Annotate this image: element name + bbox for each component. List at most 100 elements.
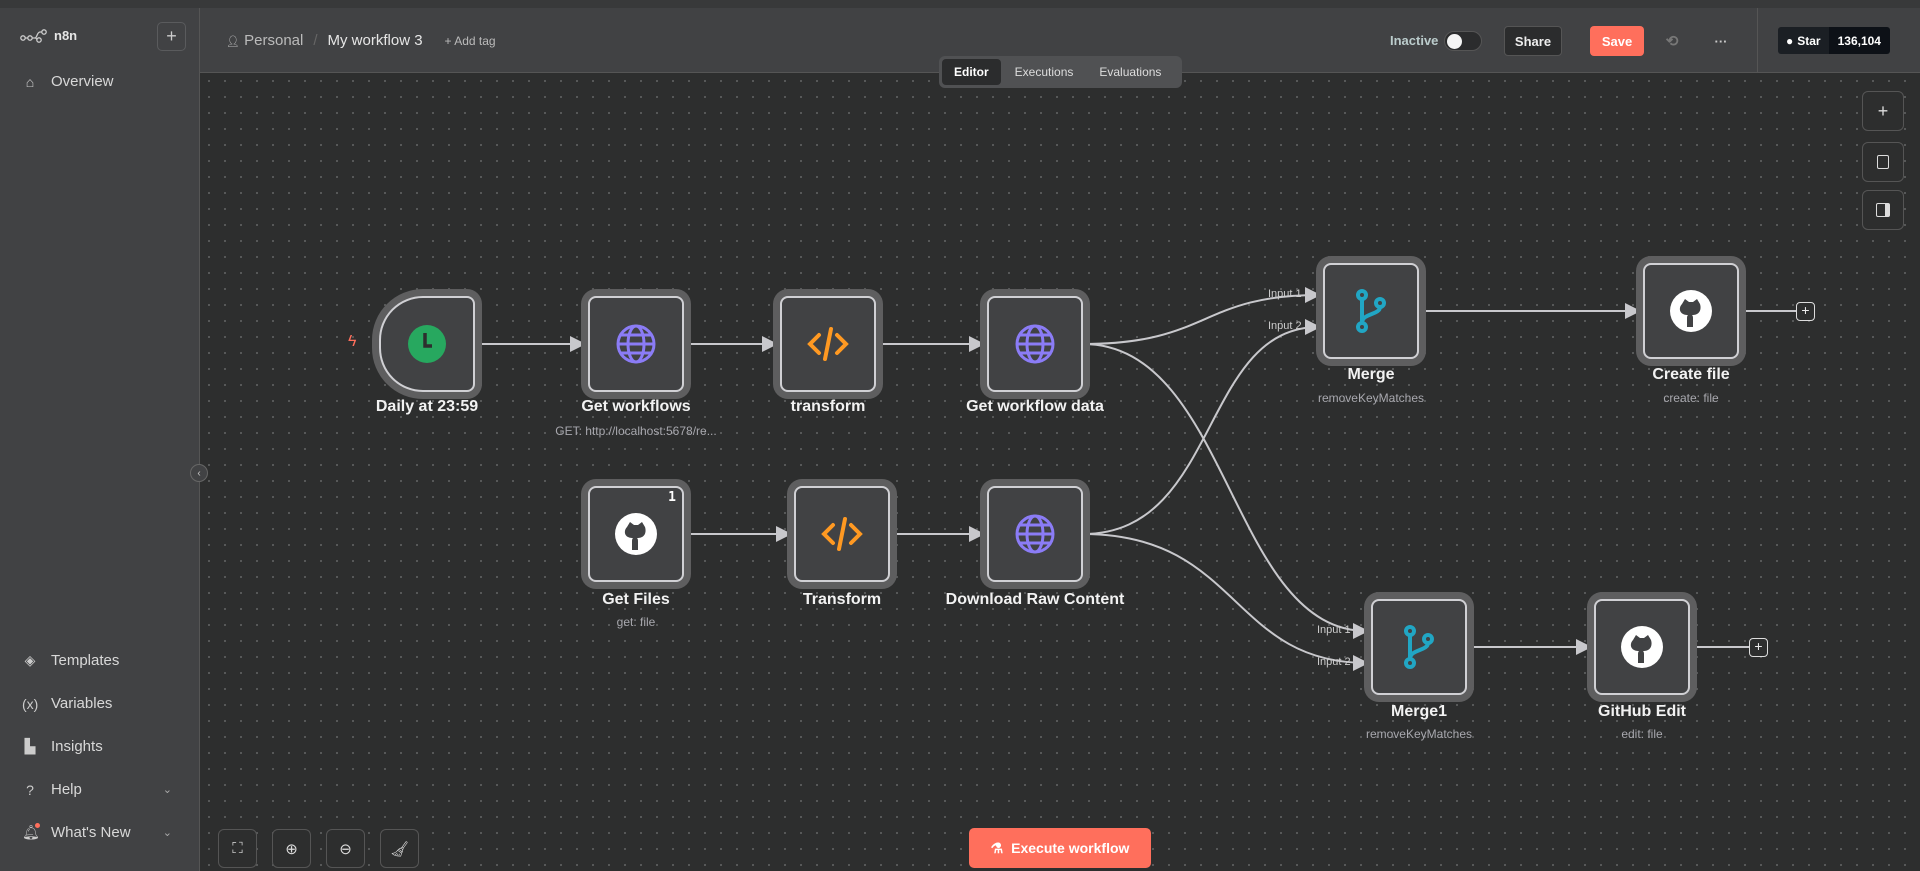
execute-workflow-button[interactable]: ⚗ Execute workflow	[969, 828, 1151, 868]
active-status-label: Inactive	[1390, 33, 1439, 48]
add-node-button[interactable]: +	[1862, 91, 1904, 131]
sidebar-item-label: Insights	[51, 738, 103, 755]
workflow-name[interactable]: My workflow 3	[327, 32, 423, 49]
node-subtitle: GET: http://localhost:5678/re...	[555, 424, 717, 438]
node-subtitle: removeKeyMatches	[1365, 727, 1473, 741]
active-toggle[interactable]	[1444, 31, 1482, 51]
history-icon[interactable]: ⟲	[1665, 33, 1679, 50]
sidebar-item-insights[interactable]: ▙ Insights	[22, 738, 172, 755]
connection	[1082, 287, 1321, 345]
add-next-node-button[interactable]: +	[1796, 302, 1815, 321]
tidy-up-button[interactable]: 🧹︎	[380, 829, 419, 868]
variables-icon: (x)	[22, 695, 39, 712]
connection	[1082, 319, 1321, 535]
node-get-workflows[interactable]	[588, 296, 684, 392]
node-label: Get workflows	[581, 398, 691, 415]
node-subtitle: removeKeyMatches	[1317, 391, 1425, 405]
code-icon	[821, 517, 863, 551]
github-icon	[615, 513, 657, 555]
sidebar-item-whats-new[interactable]: 🔔︎What's New⌄	[22, 823, 172, 841]
collapse-sidebar-button[interactable]: ‹	[190, 464, 208, 482]
sidebar-item-help[interactable]: ? Help ⌄	[22, 781, 172, 798]
connection	[1082, 343, 1369, 639]
fit-view-button[interactable]: ⛶	[218, 829, 257, 868]
node-daily-trigger[interactable]	[379, 296, 475, 392]
sidebar-item-templates[interactable]: ◈ Templates	[22, 652, 172, 669]
project-link[interactable]: 👤︎ Personal	[226, 32, 303, 49]
sidebar-item-variables[interactable]: (x) Variables	[22, 695, 172, 712]
view-tabs: Editor Executions Evaluations	[939, 56, 1182, 88]
node-merge[interactable]	[1323, 263, 1419, 359]
more-options-icon[interactable]: ···	[1714, 33, 1728, 49]
chevron-down-icon: ⌄	[162, 784, 172, 796]
note-icon	[1877, 155, 1889, 169]
node-transform[interactable]	[780, 296, 876, 392]
flask-icon: ⚗	[990, 839, 1004, 856]
header-divider	[1757, 8, 1758, 73]
chart-icon: ▙	[24, 738, 36, 754]
node-label: Download Raw Content	[945, 591, 1125, 608]
save-button[interactable]: Save	[1590, 26, 1644, 56]
input-2-label: Input 2	[1317, 656, 1351, 668]
node-download-raw-content[interactable]	[987, 486, 1083, 582]
globe-icon	[1015, 324, 1055, 364]
home-icon: ⌂	[25, 73, 35, 90]
help-icon: ?	[26, 781, 34, 798]
star-label: Star	[1797, 33, 1821, 48]
star-count: 136,104	[1828, 27, 1890, 54]
sidebar-item-overview[interactable]: ⌂ Overview	[22, 73, 172, 90]
merge-icon	[1404, 625, 1434, 669]
add-sticky-note-button[interactable]	[1862, 142, 1904, 182]
panel-icon	[1876, 203, 1890, 217]
node-subtitle: create: file	[1663, 391, 1719, 405]
zoom-out-button[interactable]: ⊖	[326, 829, 365, 868]
merge-icon	[1356, 289, 1386, 333]
n8n-logo[interactable]: n8n	[20, 28, 77, 43]
breadcrumb-separator: /	[313, 32, 318, 49]
sidebar-item-label: Variables	[51, 695, 113, 712]
window-top-strip	[0, 0, 1920, 8]
execute-label: Execute workflow	[1011, 840, 1130, 856]
tab-editor[interactable]: Editor	[942, 59, 1001, 85]
node-create-file[interactable]	[1643, 263, 1739, 359]
toggle-panel-button[interactable]	[1862, 190, 1904, 230]
chevron-down-icon: ⌄	[162, 827, 172, 839]
node-badge: 1	[668, 490, 676, 505]
clock-icon	[408, 325, 446, 363]
box-icon: ◈	[24, 652, 36, 668]
tab-evaluations[interactable]: Evaluations	[1099, 65, 1162, 79]
trigger-bolt-icon: ϟ	[348, 333, 357, 350]
breadcrumb: 👤︎ Personal / My workflow 3 + Add tag	[226, 32, 496, 49]
node-get-files[interactable]: 1	[588, 486, 684, 582]
sidebar-item-label: Templates	[51, 652, 120, 669]
sidebar-item-label: What's New	[51, 824, 131, 841]
add-tag-button[interactable]: + Add tag	[444, 33, 496, 48]
sidebar-item-label: Help	[51, 781, 82, 798]
connection	[1082, 533, 1369, 671]
zoom-in-icon: ⊕	[285, 840, 298, 858]
github-icon: ●	[1786, 33, 1794, 48]
node-label: Merge1	[1390, 703, 1448, 720]
add-next-node-button[interactable]: +	[1749, 638, 1768, 657]
tab-executions[interactable]: Executions	[1014, 65, 1074, 79]
node-label: Get Files	[602, 591, 670, 608]
node-subtitle: get: file	[616, 615, 656, 629]
input-2-label: Input 2	[1268, 320, 1302, 332]
sidebar-item-label: Overview	[51, 73, 114, 90]
github-star-badge[interactable]: ●Star 136,104	[1778, 27, 1890, 54]
github-icon	[1670, 290, 1712, 332]
share-button[interactable]: Share	[1504, 26, 1562, 56]
create-button[interactable]: +	[157, 22, 186, 51]
fit-view-icon: ⛶	[232, 840, 243, 857]
node-github-edit[interactable]	[1594, 599, 1690, 695]
node-transform-2[interactable]	[794, 486, 890, 582]
zoom-in-button[interactable]: ⊕	[272, 829, 311, 868]
globe-icon	[616, 324, 656, 364]
node-label: GitHub Edit	[1598, 703, 1686, 720]
app-name: n8n	[54, 28, 78, 43]
node-merge1[interactable]	[1371, 599, 1467, 695]
globe-icon	[1015, 514, 1055, 554]
workflow-canvas[interactable]	[201, 73, 1920, 871]
node-get-workflow-data[interactable]	[987, 296, 1083, 392]
node-label: Get workflow data	[966, 398, 1104, 415]
